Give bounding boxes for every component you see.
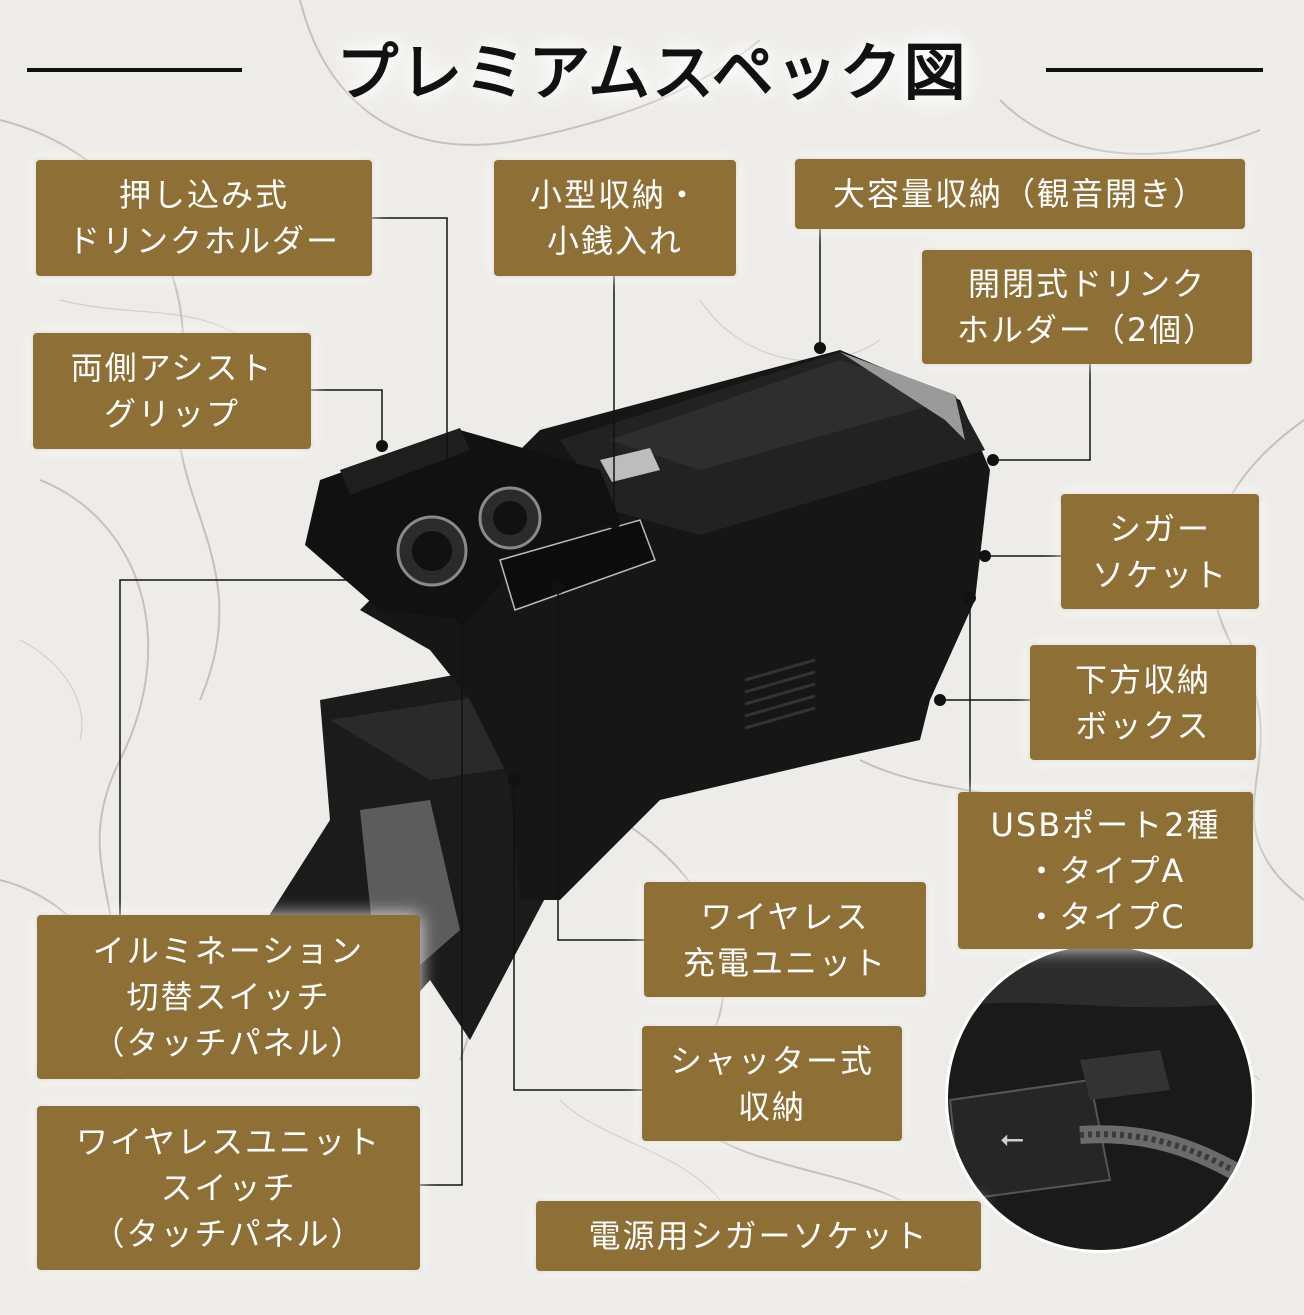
label-push-drink-holder: 押し込み式 ドリンクホルダー — [36, 160, 372, 276]
label-small-storage: 小型収納・ 小銭入れ — [494, 160, 736, 276]
label-power-cigar-socket: 電源用シガーソケット — [536, 1201, 981, 1271]
label-wireless-charger: ワイヤレス 充電ユニット — [644, 882, 926, 997]
label-usb-ports: USBポート2種 ・タイプA ・タイプC — [958, 792, 1253, 949]
label-cigar-socket: シガー ソケット — [1061, 494, 1259, 609]
label-shutter-storage: シャッター式 収納 — [642, 1026, 902, 1141]
title-rule-left — [27, 68, 242, 72]
label-illumination-switch: イルミネーション 切替スイッチ （タッチパネル） — [37, 915, 420, 1079]
label-large-storage: 大容量収納（観音開き） — [795, 159, 1245, 229]
label-openclose-drink-holder: 開閉式ドリンク ホルダー（2個） — [922, 250, 1252, 364]
usb-icon: ⭠ — [1000, 1121, 1024, 1156]
title-rule-right — [1046, 68, 1263, 72]
label-assist-grip: 両側アシスト グリップ — [33, 333, 311, 449]
page-title: プレミアムスペック図 — [336, 36, 968, 109]
label-wireless-unit-switch: ワイヤレスユニット スイッチ （タッチパネル） — [37, 1106, 420, 1270]
label-lower-storage-box: 下方収納 ボックス — [1030, 645, 1256, 760]
